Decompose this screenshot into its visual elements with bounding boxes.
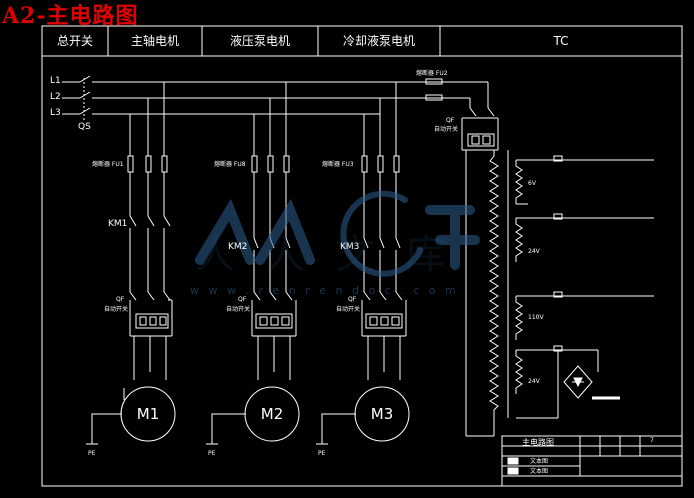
line-label-l2: L2 xyxy=(50,92,61,102)
motor-m1: M1 xyxy=(136,405,160,423)
watermark-brand: 人人文库 xyxy=(195,232,475,278)
motor-m3: M3 xyxy=(370,405,394,423)
breaker-note-tc: 自动开关 xyxy=(434,126,459,133)
breaker-label-2: QF xyxy=(238,296,247,303)
breaker-label-tc: QF xyxy=(446,117,455,124)
branch-spindle xyxy=(86,150,176,445)
pe-label-1: PE xyxy=(88,450,96,457)
branch-coolant xyxy=(316,150,410,445)
branch-hydraulic xyxy=(206,150,300,445)
motor-m2: M2 xyxy=(260,405,284,423)
fuse-label-branch3: 熔断器 FU3 xyxy=(322,161,354,168)
title-block-row-2: 文本图 xyxy=(530,468,549,475)
watermark-logo xyxy=(195,190,480,277)
pe-label-3: PE xyxy=(318,450,326,457)
tap-label-1: 6V xyxy=(528,180,536,187)
branch-bus xyxy=(129,82,397,150)
tap-label-2: 24V xyxy=(528,248,540,255)
contactor-km2: KM2 xyxy=(228,242,248,252)
line-label-l1: L1 xyxy=(50,76,61,86)
title-block-row-1: 文本图 xyxy=(530,458,549,465)
header-spindle-motor: 主轴电机 xyxy=(130,34,179,48)
branch-transformer xyxy=(425,78,654,437)
header-main-switch: 总开关 xyxy=(56,34,93,48)
tap-label-3: 110V xyxy=(528,314,544,321)
drawing-frame xyxy=(41,25,683,487)
breaker-note-1: 自动开关 xyxy=(104,306,129,313)
fuse-label-tc: 熔断器 FU2 xyxy=(416,70,448,77)
watermark-url: w w w . r e n r e n d o c . c o m xyxy=(190,284,459,297)
fuse-label-branch1: 熔断器 FU1 xyxy=(92,161,124,168)
title-block xyxy=(501,435,683,487)
main-switch-label: QS xyxy=(78,122,91,132)
fuse-label-branch2: 熔断器 FU8 xyxy=(214,161,246,168)
breaker-label-1: QF xyxy=(116,296,125,303)
contactor-km1: KM1 xyxy=(108,219,128,229)
breaker-note-3: 自动开关 xyxy=(336,306,361,313)
line-label-l3: L3 xyxy=(50,108,61,118)
tap-label-4: 24V xyxy=(528,378,540,385)
header-hydraulic-motor: 液压泵电机 xyxy=(229,34,290,48)
pe-label-2: PE xyxy=(208,450,216,457)
contactor-km3: KM3 xyxy=(340,242,360,252)
supply-lines xyxy=(62,75,488,120)
header-tc: TC xyxy=(553,34,569,48)
breaker-label-3: QF xyxy=(348,296,357,303)
title-block-title: 主电路图 xyxy=(522,438,554,447)
title-block-sheet: 7 xyxy=(650,437,654,444)
breaker-note-2: 自动开关 xyxy=(226,306,251,313)
page-title: A2-主电路图 xyxy=(2,3,139,29)
header-coolant-motor: 冷却液泵电机 xyxy=(342,34,415,48)
